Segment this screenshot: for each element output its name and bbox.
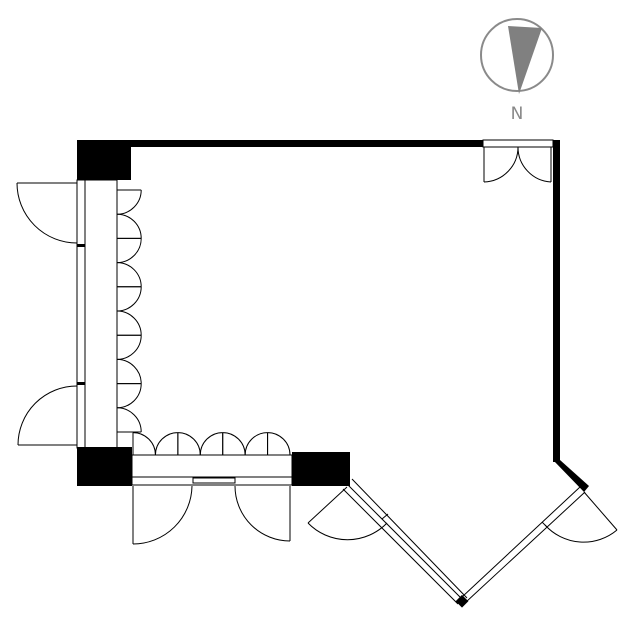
corner-post [455, 594, 469, 608]
closet-door-leaf[interactable] [116, 237, 142, 264]
top-left-column [77, 140, 131, 180]
left-upper-door[interactable] [16, 182, 78, 244]
bottom-window-sill [192, 477, 236, 484]
left-window-strip [76, 179, 86, 449]
closet-door-leaf[interactable] [244, 432, 269, 456]
closet-door-leaf[interactable] [267, 432, 291, 456]
closet-door-leaf[interactable] [116, 286, 142, 312]
diagonal-wall-left [342, 478, 468, 605]
left-mullion-top [77, 244, 85, 247]
closet-door-leaf[interactable] [116, 407, 142, 433]
right-wall [553, 140, 560, 462]
bottom-left-door[interactable] [132, 485, 193, 545]
bottom-right-column [292, 452, 350, 486]
closet-door-leaf[interactable] [116, 358, 142, 385]
compass-needle-icon [508, 26, 542, 94]
diagonal-wall-right [461, 486, 586, 603]
closet-door-leaf[interactable] [177, 432, 201, 456]
right-angled-wall [553, 460, 589, 492]
closet-door-leaf[interactable] [116, 189, 142, 215]
north-compass: N [480, 18, 554, 124]
left-mullion-bottom [77, 382, 85, 385]
closet-door-leaf[interactable] [132, 432, 156, 456]
diagonal-left-door[interactable] [307, 486, 388, 541]
top-wall [130, 140, 483, 147]
left-closet-strip [84, 179, 118, 449]
closet-door-leaf[interactable] [116, 213, 142, 239]
top-right-double-door[interactable] [483, 146, 552, 183]
closet-door-leaf[interactable] [116, 334, 142, 360]
bottom-closet-strip [131, 454, 293, 478]
closet-door-leaf[interactable] [116, 262, 142, 288]
left-closet-doors[interactable] [116, 189, 142, 433]
bottom-closet-doors[interactable] [132, 432, 291, 456]
closet-door-leaf[interactable] [116, 310, 142, 336]
bottom-left-column [77, 447, 132, 486]
north-label: N [511, 104, 524, 124]
bottom-right-door[interactable] [234, 485, 291, 542]
closet-door-leaf[interactable] [154, 432, 179, 456]
diagonal-right-door[interactable] [544, 491, 618, 543]
closet-door-leaf[interactable] [199, 432, 224, 456]
left-lower-door[interactable] [17, 385, 78, 446]
closet-door-leaf[interactable] [116, 383, 142, 409]
closet-door-leaf[interactable] [222, 432, 246, 456]
top-right-door-frame [482, 139, 554, 148]
